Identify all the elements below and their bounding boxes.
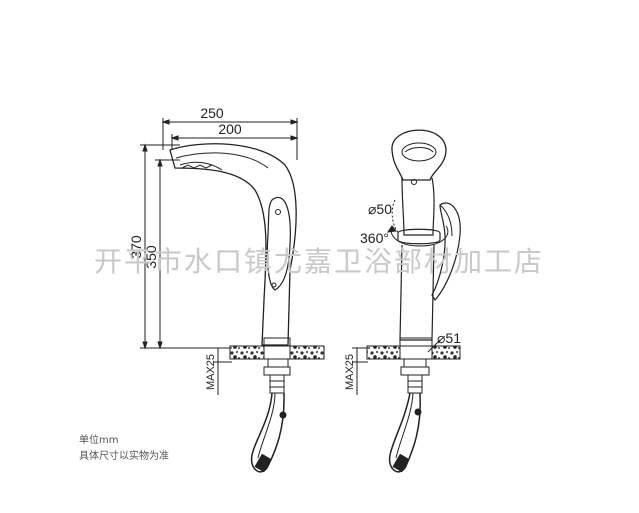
side-view [140, 118, 325, 473]
dim-height-spout: 350 [143, 245, 159, 269]
dim-max-left: MAX25 [205, 354, 217, 390]
dim-diameter-head: ⌀50 [368, 201, 392, 217]
watermark: 开平市水口镇尤嘉卫浴部材加工店 [94, 245, 544, 278]
unit-note: 单位mm [79, 433, 118, 446]
dim-width-total: 250 [200, 105, 224, 121]
front-view [352, 129, 461, 473]
disclaimer-note: 具体尺寸以实物为准 [79, 449, 169, 462]
dim-diameter-base: ⌀51 [437, 330, 461, 346]
dim-width-spout: 200 [218, 121, 242, 137]
dim-height-total: 370 [128, 235, 144, 259]
dim-rotation: 360° [360, 230, 389, 246]
dim-max-right: MAX25 [344, 354, 356, 390]
